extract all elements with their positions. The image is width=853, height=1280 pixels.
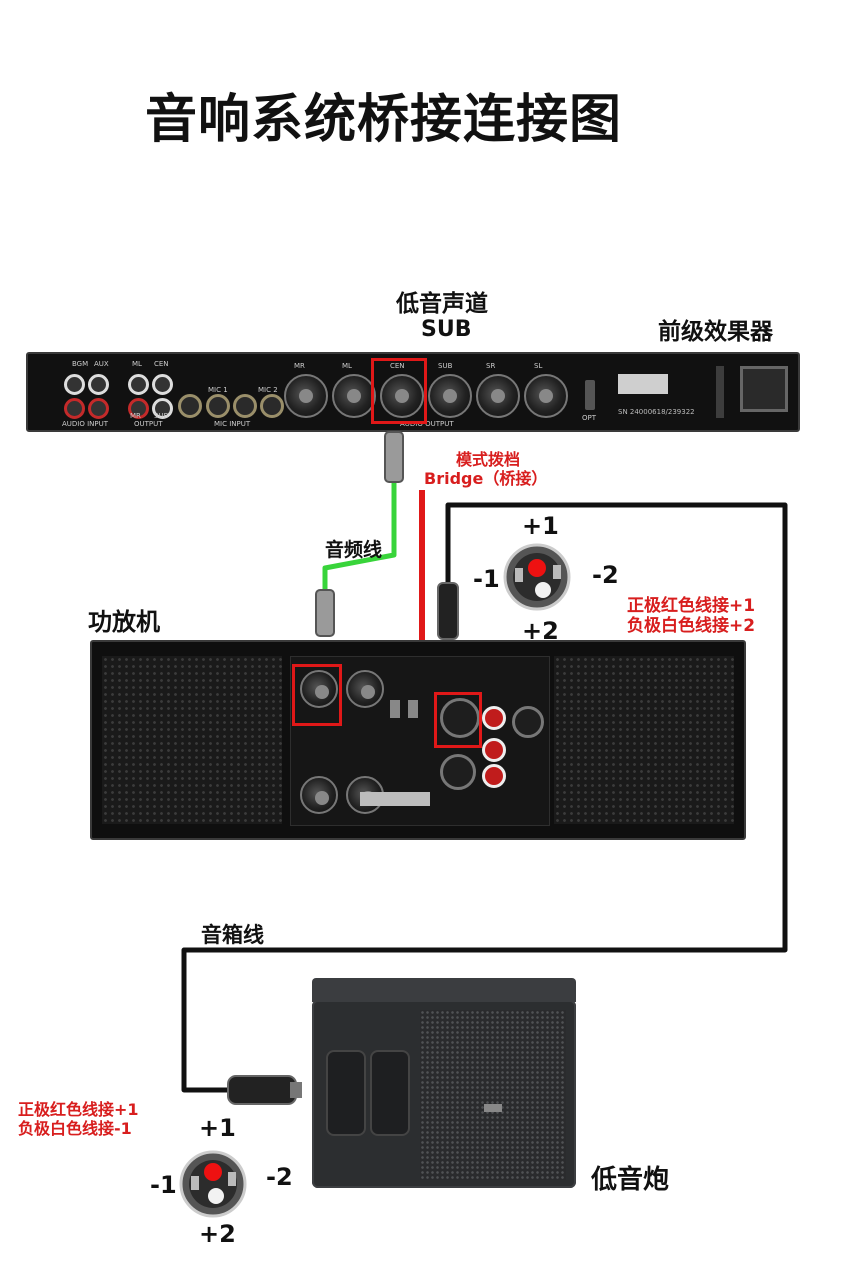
ml-label: ML bbox=[132, 360, 142, 368]
xlr-label: SUB bbox=[438, 362, 453, 370]
serial-number: SN 24000618/239322 bbox=[618, 408, 695, 416]
sub-channel-label-en: SUB bbox=[421, 317, 472, 342]
xlr-output-sr[interactable] bbox=[476, 374, 520, 418]
bgm-label: BGM bbox=[72, 360, 89, 368]
subwoofer-cabinet bbox=[312, 1000, 576, 1188]
speaker-cable-label: 音箱线 bbox=[201, 923, 264, 947]
subwoofer-handle bbox=[370, 1050, 410, 1136]
amp-speakon-output-a[interactable] bbox=[440, 698, 480, 738]
mode-switch[interactable] bbox=[408, 700, 418, 718]
subwoofer-grille bbox=[420, 1010, 566, 1180]
binding-post-red[interactable] bbox=[482, 764, 506, 788]
mic-jack[interactable] bbox=[206, 394, 230, 418]
mic-jack[interactable] bbox=[233, 394, 257, 418]
audio-cable-label: 音频线 bbox=[325, 539, 383, 561]
amp-warning-sticker bbox=[360, 792, 430, 806]
speakon-plug-amp bbox=[437, 582, 459, 640]
binding-post-red[interactable] bbox=[482, 738, 506, 762]
rca-jack[interactable] bbox=[152, 374, 173, 395]
xlr-label: SR bbox=[486, 362, 496, 370]
audio-input-label: AUDIO INPUT bbox=[62, 420, 109, 428]
sub-wiring-note-1: 正极红色线接+1 bbox=[18, 1100, 139, 1119]
rca-jack[interactable] bbox=[88, 398, 109, 419]
amp-output-jack[interactable] bbox=[512, 706, 544, 738]
pin-plus2-bottom: +2 bbox=[199, 1220, 236, 1248]
subwoofer-logo bbox=[484, 1104, 502, 1112]
mic2-label: MIC 2 bbox=[258, 386, 278, 394]
amp-xlr-input-b[interactable] bbox=[300, 776, 338, 814]
mic-jack[interactable] bbox=[260, 394, 284, 418]
xlr-plug-top bbox=[384, 431, 404, 483]
amp-speakon-output-b[interactable] bbox=[440, 754, 476, 790]
vent-grille-left bbox=[102, 656, 282, 824]
xlr-output-sub[interactable] bbox=[428, 374, 472, 418]
panel-strip bbox=[716, 366, 724, 418]
warning-sticker bbox=[618, 374, 668, 394]
optical-port[interactable] bbox=[585, 380, 595, 410]
speakon-face-bottom bbox=[179, 1150, 247, 1218]
xlr-label: SL bbox=[534, 362, 543, 370]
mode-switch-label: 模式拨档 bbox=[456, 450, 521, 469]
cen-label: CEN bbox=[154, 360, 169, 368]
speakon-plug-tip bbox=[290, 1082, 302, 1098]
amp-wiring-note-1: 正极红色线接+1 bbox=[627, 596, 756, 616]
pin-minus1-bottom: -1 bbox=[150, 1171, 177, 1199]
sub-small-label: SUB bbox=[154, 412, 169, 420]
mic-jack[interactable] bbox=[178, 394, 202, 418]
pin-minus1-top: -1 bbox=[473, 565, 500, 593]
amp-xlr-input-a[interactable] bbox=[300, 670, 338, 708]
bridge-label: Bridge（桥接） bbox=[424, 469, 548, 488]
rca-jack[interactable] bbox=[128, 374, 149, 395]
xlr-output-mr[interactable] bbox=[284, 374, 328, 418]
mic1-label: MIC 1 bbox=[208, 386, 228, 394]
xlr-label: MR bbox=[294, 362, 305, 370]
xlr-plug-bottom bbox=[315, 589, 335, 637]
rca-jack[interactable] bbox=[152, 398, 173, 419]
xlr-output-sl[interactable] bbox=[524, 374, 568, 418]
pin-minus2-bottom: -2 bbox=[266, 1163, 293, 1191]
subwoofer-top bbox=[312, 978, 576, 1002]
xlr-label: ML bbox=[342, 362, 352, 370]
amp-input-highlight bbox=[292, 664, 342, 726]
mode-switch[interactable] bbox=[390, 700, 400, 718]
xlr-label: CEN bbox=[390, 362, 405, 370]
output-label: OUTPUT bbox=[134, 420, 163, 428]
opt-label: OPT bbox=[582, 414, 597, 422]
speakon-face-top bbox=[503, 543, 571, 611]
aux-label: AUX bbox=[94, 360, 109, 368]
speakon-plug-sub bbox=[227, 1075, 297, 1105]
amp-wiring-note-2: 负极白色线接+2 bbox=[627, 616, 756, 636]
mic-input-label: MIC INPUT bbox=[214, 420, 251, 428]
rca-jack[interactable] bbox=[64, 374, 85, 395]
amp-xlr-link-a[interactable] bbox=[346, 670, 384, 708]
pin-plus1-top: +1 bbox=[522, 512, 559, 540]
mr-label: MR bbox=[130, 412, 141, 420]
preamp-name-label: 前级效果器 bbox=[658, 319, 773, 345]
audio-cable bbox=[322, 480, 397, 592]
preamp-device: BGM AUX AUDIO INPUT ML CEN MR SUB OUTPUT… bbox=[26, 352, 800, 432]
page-title: 音响系统桥接连接图 bbox=[145, 90, 623, 150]
xlr-output-cen[interactable] bbox=[380, 374, 424, 418]
rca-jack[interactable] bbox=[64, 398, 85, 419]
rca-jack[interactable] bbox=[128, 398, 149, 419]
rca-jack[interactable] bbox=[88, 374, 109, 395]
sub-wiring-note-2: 负极白色线接-1 bbox=[18, 1119, 132, 1138]
pin-minus2-top: -2 bbox=[592, 561, 619, 589]
audio-output-label: AUDIO OUTPUT bbox=[400, 420, 454, 428]
sub-channel-label: 低音声道 bbox=[396, 291, 488, 317]
xlr-output-ml[interactable] bbox=[332, 374, 376, 418]
highlight-box bbox=[371, 358, 427, 424]
amp-output-highlight bbox=[434, 692, 482, 748]
power-socket[interactable] bbox=[740, 366, 788, 412]
amplifier-device bbox=[90, 640, 746, 840]
subwoofer-handle bbox=[326, 1050, 366, 1136]
speaker-cable bbox=[181, 502, 788, 1093]
binding-post-red[interactable] bbox=[482, 706, 506, 730]
pin-plus1-bottom: +1 bbox=[199, 1114, 236, 1142]
amplifier-name-label: 功放机 bbox=[88, 608, 160, 636]
subwoofer-name-label: 低音炮 bbox=[591, 1165, 670, 1195]
vent-grille-right bbox=[554, 656, 734, 824]
